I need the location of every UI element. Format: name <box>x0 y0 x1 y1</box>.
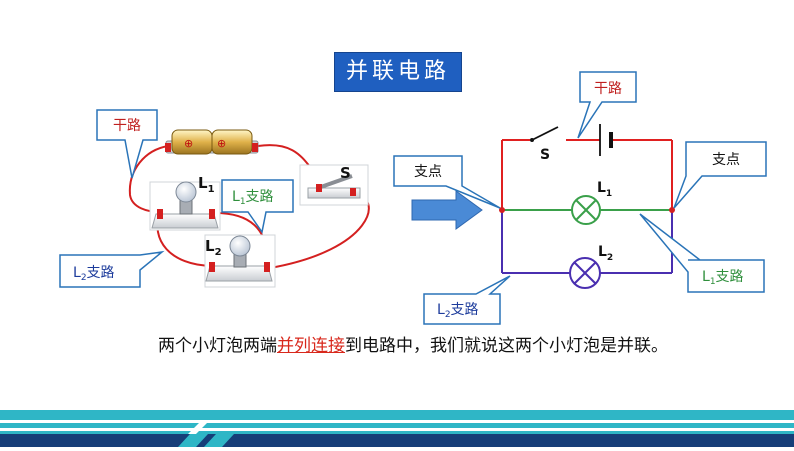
schematic-circuit: S L1 L2 干路 <box>393 71 767 325</box>
battery: ⊕ ⊕ <box>165 129 259 155</box>
bulb-icon <box>229 235 251 257</box>
diagonal-stripes <box>0 422 794 447</box>
svg-text:L1支路: L1支路 <box>702 269 744 287</box>
page-title: 并联电路 <box>334 52 462 92</box>
switch: S <box>299 164 369 206</box>
arrow-right-icon <box>411 190 483 230</box>
battery-plus-icon: ⊕ <box>184 137 193 150</box>
callout-main-line: 干路 <box>96 109 158 179</box>
callout-main-line: 干路 <box>577 71 637 139</box>
switch-label: S <box>540 147 550 163</box>
junction-node-right <box>669 207 675 213</box>
lamp-1-label: L1 <box>597 180 612 199</box>
svg-text:支点: 支点 <box>414 164 442 180</box>
lamp-2-label: L2 <box>598 244 613 263</box>
bulb-icon <box>175 181 197 203</box>
callout-node-right: 支点 <box>673 141 767 209</box>
lamp-2: L2 <box>204 234 276 288</box>
lamp-2-symbol: L2 <box>569 244 613 289</box>
lamp-1-label: L1 <box>198 174 215 195</box>
callout-branch-1: L1支路 <box>639 213 765 293</box>
switch-symbol: S <box>530 126 559 163</box>
callout-branch-2: L2支路 <box>59 250 165 288</box>
battery-symbol <box>599 124 613 156</box>
caption-highlight: 并列连接 <box>277 336 345 356</box>
battery-plus-icon: ⊕ <box>217 137 226 150</box>
lamp-1: L1 <box>149 174 221 231</box>
svg-text:干路: 干路 <box>113 118 141 134</box>
caption-part-2: 到电路中，我们就说这两个小灯泡是并联。 <box>345 336 668 356</box>
callout-branch-2: L2支路 <box>423 275 511 325</box>
svg-text:L1支路: L1支路 <box>232 189 274 207</box>
switch-label: S <box>340 164 351 182</box>
junction-node-left <box>499 207 505 213</box>
lamp-1-symbol: L1 <box>571 180 612 225</box>
callout-node-left: 支点 <box>393 155 501 209</box>
caption-text: 两个小灯泡两端并列连接到电路中，我们就说这两个小灯泡是并联。 <box>116 331 676 361</box>
svg-text:支点: 支点 <box>712 152 740 168</box>
physical-circuit: ⊕ ⊕ L1 L2 <box>59 109 370 288</box>
main-wire <box>128 145 169 213</box>
caption-part-1: 两个小灯泡两端 <box>158 336 277 356</box>
footer-stripes <box>0 410 794 447</box>
svg-text:干路: 干路 <box>594 81 622 97</box>
lamp-2-label: L2 <box>205 237 222 258</box>
svg-text:L2支路: L2支路 <box>437 302 479 320</box>
callout-branch-1: L1支路 <box>221 179 294 234</box>
svg-text:L2支路: L2支路 <box>73 265 115 283</box>
